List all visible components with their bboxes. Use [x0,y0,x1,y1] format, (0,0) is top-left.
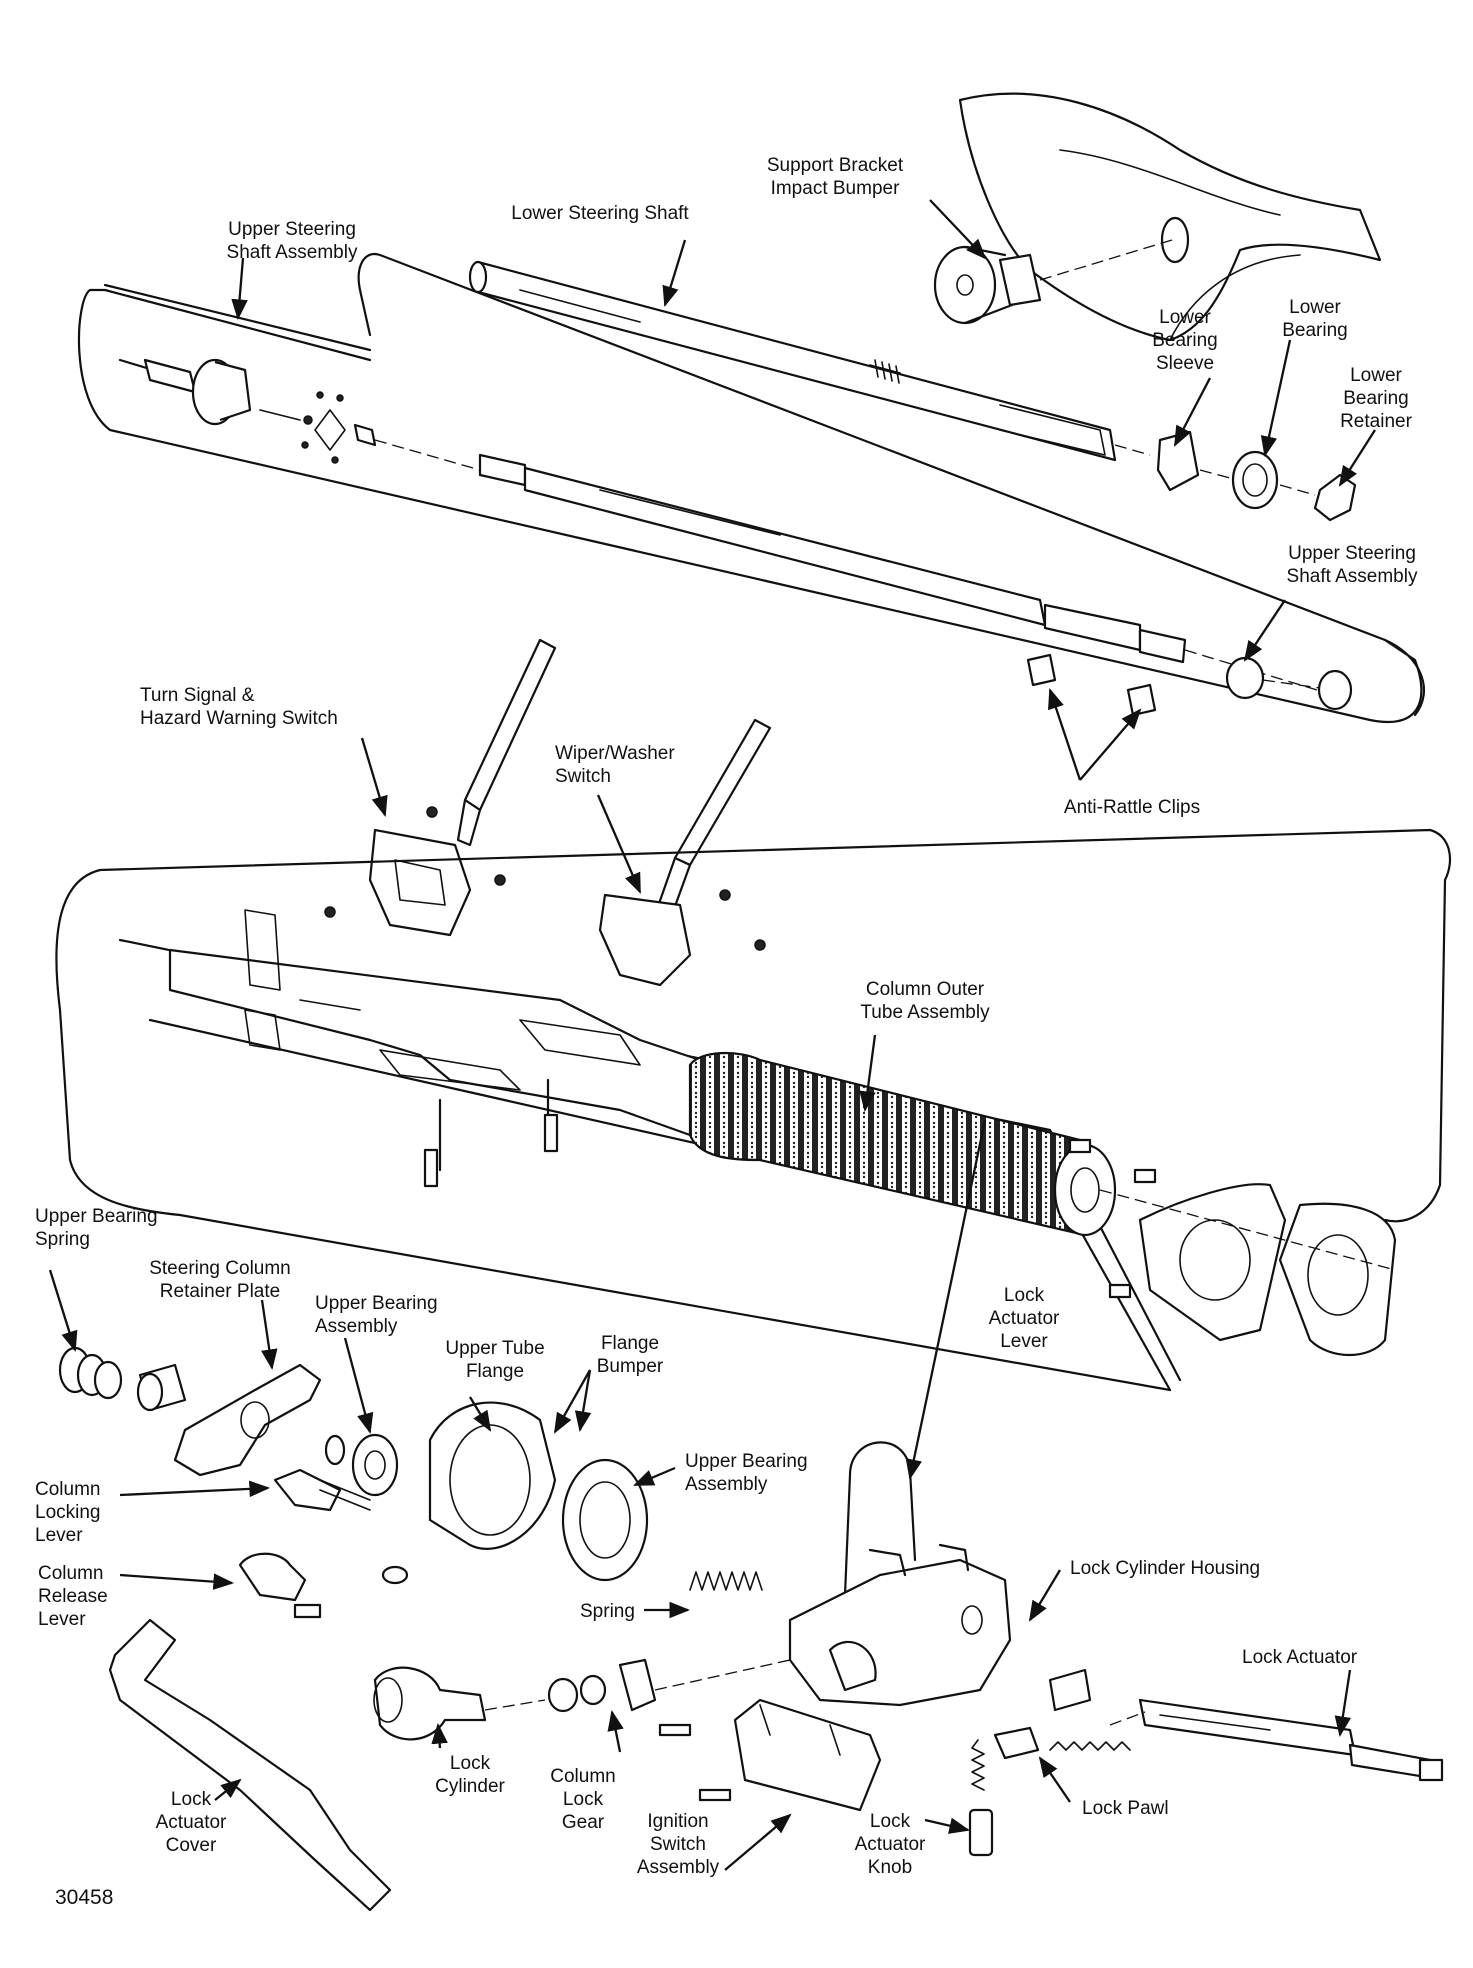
lower-bearing-group [1156,430,1357,522]
label-upper-steering-shaft-assembly-2: Upper Steering Shaft Assembly [1286,543,1418,587]
label-lower-steering-shaft: Lower Steering Shaft [511,203,689,224]
mounting-plates [1099,1183,1397,1357]
label-lock-cylinder-housing: Lock Cylinder Housing [1070,1558,1261,1579]
upper-bearing-assembly-2-part [561,1458,649,1582]
lock-cylinder-part [373,1666,546,1741]
label-spring: Spring [580,1601,635,1622]
label-lock-actuator: Lock Actuator [1242,1647,1358,1668]
label-turn-signal-hazard-switch: Turn Signal & Hazard Warning Switch [140,685,338,729]
figure-number: 30458 [55,1886,114,1909]
lock-actuator-cover-part [108,1618,392,1912]
label-lock-cylinder: Lock Cylinder [435,1753,505,1797]
retainer-plate-part [173,1363,322,1477]
label-upper-bearing-spring: Upper Bearing Spring [35,1206,158,1250]
label-column-release-lever: Column Release Lever [38,1563,108,1630]
label-column-locking-lever: Column Locking Lever [35,1479,101,1546]
switch-bodies [324,806,766,987]
label-column-outer-tube-assembly: Column Outer Tube Assembly [860,979,990,1023]
spring-part [689,1571,763,1591]
label-column-lock-gear: Column Lock Gear [550,1766,616,1833]
label-lower-bearing-retainer: Lower Bearing Retainer [1340,365,1412,432]
label-upper-steering-shaft-assembly-1: Upper Steering Shaft Assembly [226,219,358,263]
ignition-switch-part [658,1698,882,1812]
label-anti-rattle-clips: Anti-Rattle Clips [1063,797,1201,818]
label-lock-pawl: Lock Pawl [1082,1798,1169,1819]
column-outer-tube [168,909,1117,1237]
label-lock-actuator-cover: Lock Actuator Cover [155,1789,227,1856]
label-upper-tube-flange: Upper Tube Flange [445,1338,545,1382]
label-lock-actuator-lever: Lock Actuator Lever [988,1285,1060,1352]
lock-actuator-part [1109,1698,1444,1782]
anti-rattle-clip-parts [1026,653,1353,717]
label-lock-actuator-knob: Lock Actuator Knob [854,1811,926,1878]
lock-actuator-knob-part [968,1739,994,1857]
lock-cylinder-housing-part [788,1543,1092,1712]
label-ignition-switch-assembly: Ignition Switch Assembly [636,1811,720,1878]
impact-bumper [933,245,1042,325]
locking-lever-parts [238,1468,409,1619]
lower-steering-shaft-part [468,260,1151,462]
column-lock-gear-part [547,1658,791,1713]
upper-shaft-assembly-part [118,358,481,471]
leader-arrows [48,199,1376,1871]
middle-shaft-part [478,453,1351,701]
label-wiper-washer-switch: Wiper/Washer Switch [555,743,675,787]
upper-tube-flange-part [428,1401,557,1550]
label-flange-bumper: Flange Bumper [596,1333,664,1377]
lock-pawl-part [993,1726,1131,1760]
label-steering-column-retainer-plate: Steering Column Retainer Plate [149,1258,291,1302]
label-upper-bearing-assembly-1: Upper Bearing Assembly [315,1293,438,1337]
label-support-bracket-impact-bumper: Support Bracket Impact Bumper [766,155,904,199]
turn-signal-stalk [456,638,557,847]
upper-bearing-assembly-part [324,1433,399,1497]
label-upper-bearing-assembly-2: Upper Bearing Assembly [685,1451,808,1495]
label-lower-bearing: Lower Bearing [1282,297,1348,341]
upper-bearing-spring-parts [58,1346,187,1412]
label-lower-bearing-sleeve: Lower Bearing Sleeve [1152,307,1218,374]
tube-bolts [423,1113,1157,1299]
